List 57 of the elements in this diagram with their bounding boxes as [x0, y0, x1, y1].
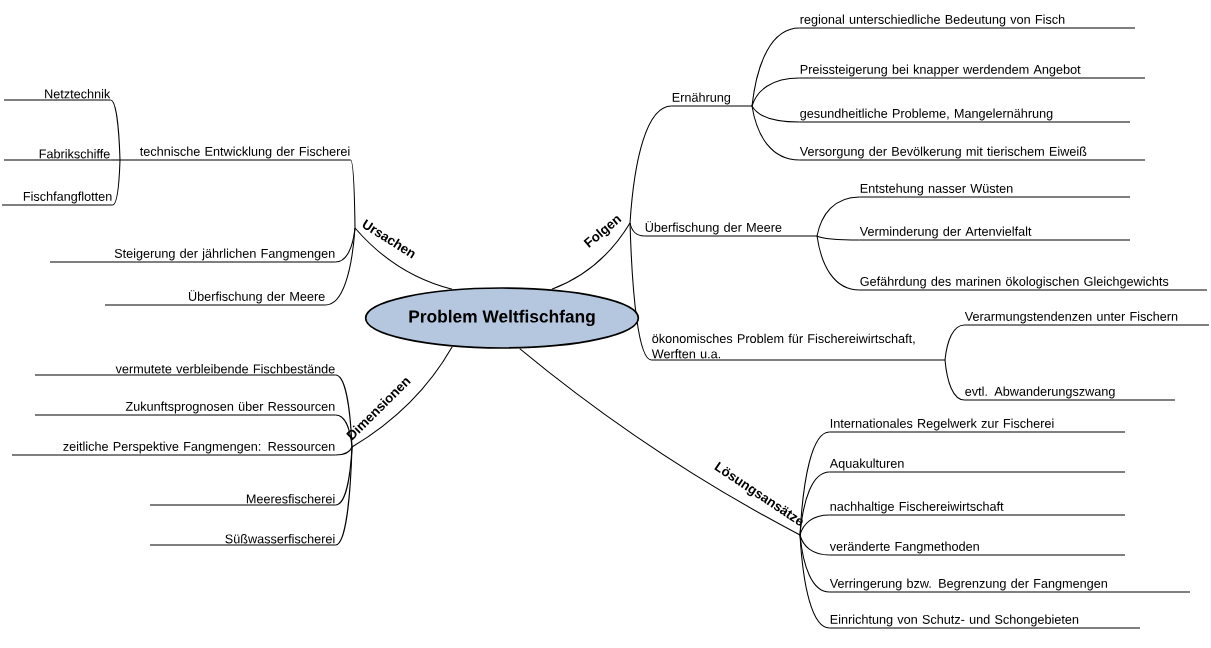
branch-line — [816, 196, 860, 237]
underlined-branch-text: zeitliche Perspektive Fangmengen: Ressourcen — [11, 441, 337, 456]
underlined-branch-text: Süßwasserfischerei — [149, 534, 337, 546]
branch-line — [751, 105, 800, 161]
branch-line — [629, 222, 652, 361]
branch-line — [350, 159, 356, 229]
underlined-branch-text: Verminderung der Artenvielfalt — [858, 226, 1131, 241]
underlined-branch-text: Einrichtung von Schutz- und Schongebieten — [828, 614, 1141, 629]
branch-line — [799, 534, 830, 556]
underlined-branch-text: Preissteigerung bei knapper werdendem Angebot — [798, 64, 1146, 79]
branch-line — [112, 159, 121, 206]
branch-line — [551, 222, 631, 290]
underlined-branch-text: technische Entwicklung der Fischerei — [119, 146, 352, 161]
branch-line — [354, 227, 453, 290]
underlined-branch-text: Verarmungstendenzen unter Fischern — [963, 311, 1210, 326]
underlined-branch-text: Verringerung bzw. Begrenzung der Fangmengen — [828, 578, 1191, 593]
branch-line — [816, 235, 860, 241]
branch-line — [335, 446, 353, 546]
underlined-branch-text: Gefährdung des marinen ökologischen Gleichgewichts — [858, 276, 1208, 291]
branch-line — [816, 235, 860, 291]
branch-line — [335, 414, 353, 448]
underlined-branch-text: vermutete verbleibende Fischbestände — [34, 364, 337, 376]
underlined-branch-text: gesundheitliche Probleme, Mangelernährung — [798, 108, 1131, 123]
underlined-branch-text: veränderte Fangmethoden — [828, 541, 1126, 556]
branch-line — [629, 105, 672, 224]
branch-line — [325, 227, 356, 306]
underlined-branch-text: Ernährung — [670, 92, 753, 107]
branch-line — [335, 374, 353, 448]
branch-line — [335, 446, 353, 456]
underlined-branch-text: Zukunftsprognosen über Ressourcen — [34, 401, 337, 416]
underlined-branch-text: Überfischung der Meere — [104, 290, 327, 306]
branch-line — [751, 105, 800, 123]
underlined-branch-text: Aquakulturen — [828, 458, 1126, 473]
underlined-branch-text: Steigerung der jährlichen Fangmengen — [49, 248, 337, 263]
branch-line — [110, 159, 121, 161]
branch-line — [110, 99, 121, 161]
branch-line — [799, 514, 830, 536]
underlined-branch-text: ökonomisches Problem für Fischereiwirtschaft, Werften u.a. — [650, 333, 946, 361]
branch-line — [944, 324, 965, 361]
underlined-branch-text: Entstehung nasser Wüsten — [858, 183, 1131, 198]
underlined-branch-text: nachhaltige Fischereiwirtschaft — [828, 501, 1126, 516]
branch-line — [351, 346, 453, 448]
branch-line — [799, 431, 830, 536]
underlined-branch-text: evtl. Abwanderungszwang — [963, 386, 1176, 401]
underlined-branch-text: Versorgung der Bevölkerung mit tierischem Eiweiß — [798, 146, 1146, 161]
underlined-branch-text: Überfischung der Meere — [643, 221, 818, 237]
underlined-branch-text: Fischfangflotten — [1, 191, 114, 206]
underlined-branch-text: Fabrikschiffe — [3, 149, 112, 161]
underlined-branch-text: Netztechnik — [3, 89, 112, 101]
branch-line — [799, 471, 830, 536]
branch-line — [751, 77, 800, 107]
underlined-branch-text: Meeresfischerei — [149, 494, 337, 506]
underlined-branch-text: regional unterschiedliche Bedeutung von Fisch — [798, 14, 1136, 29]
branch-line — [944, 359, 965, 401]
branch-line — [519, 348, 801, 536]
branch-line — [799, 534, 830, 629]
underlined-branch-text: Internationales Regelwerk zur Fischerei — [828, 418, 1126, 433]
